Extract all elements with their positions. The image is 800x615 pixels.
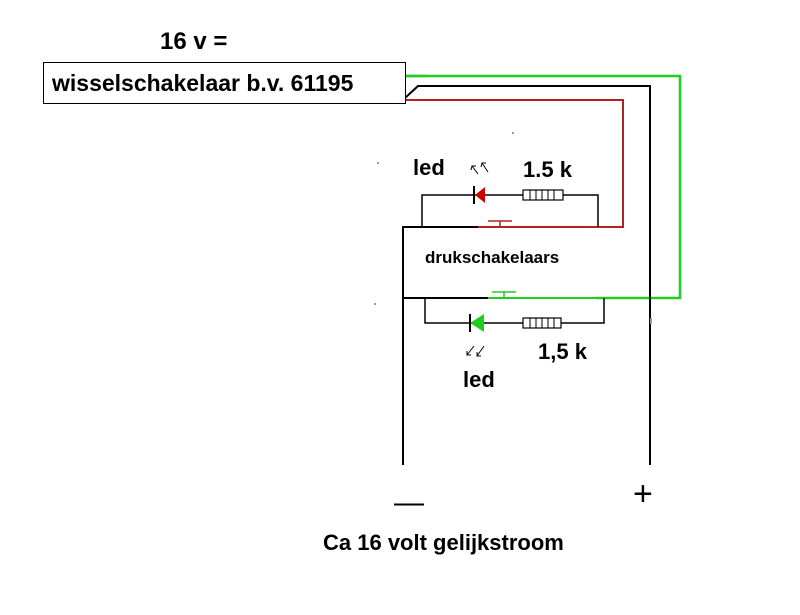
resistor-top-symbol (522, 189, 564, 201)
green-wire (405, 74, 682, 300)
top-branch-wire-right (563, 194, 599, 227)
led-top-symbol (473, 186, 485, 204)
bottom-branch-wire-right (561, 298, 605, 324)
led-bottom-label: led (463, 367, 495, 392)
minus-terminal-symbol: — (394, 486, 424, 519)
switch-box (43, 62, 406, 104)
black-plus-wire (404, 85, 651, 465)
led-bottom-symbol (469, 314, 484, 332)
pushbutton-top (478, 220, 520, 228)
pushbutton-label: drukschakelaars (425, 248, 560, 267)
black-minus-wire (402, 226, 478, 465)
resistor-bottom-label: 1,5 k (538, 339, 587, 364)
stray-marks (374, 132, 652, 324)
power-supply-caption: Ca 16 volt gelijkstroom (323, 530, 564, 555)
light-emission-arrows-top (470, 162, 489, 175)
top-branch-wire (421, 194, 523, 227)
resistor-top-label: 1.5 k (523, 157, 572, 182)
bottom-branch-wire (424, 298, 523, 324)
red-wire (405, 99, 624, 228)
pushbutton-bottom (488, 291, 596, 299)
resistor-bottom-symbol (522, 317, 562, 329)
plus-terminal-symbol: + (633, 475, 653, 513)
light-emission-arrows-bottom (466, 345, 485, 357)
switch-label: wisselschakelaar b.v. 61195 (52, 70, 354, 96)
supply-voltage-label: 16 v = (160, 28, 228, 55)
led-top-label: led (413, 155, 445, 180)
